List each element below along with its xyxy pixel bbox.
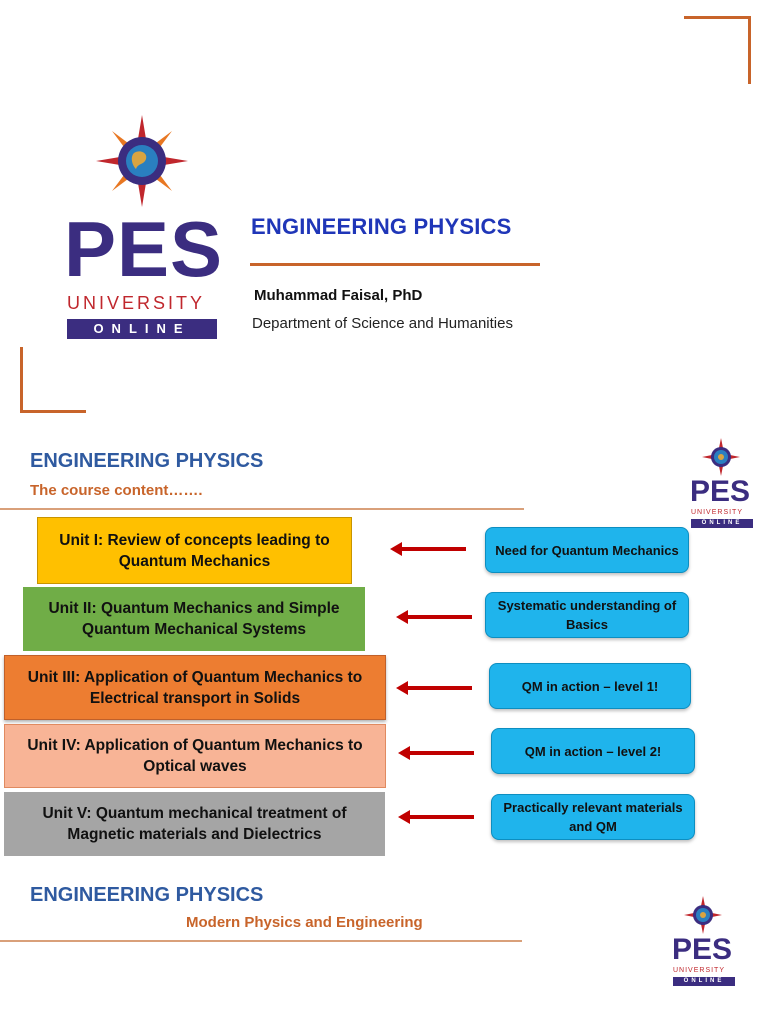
left-arrow-icon <box>398 746 474 760</box>
pes-logo-large: PES UNIVERSITY ONLINE <box>62 113 222 343</box>
unit-box-2: Unit II: Quantum Mechanics and Simple Qu… <box>23 587 365 651</box>
slide-title: ENGINEERING PHYSICS <box>30 884 264 906</box>
compass-emblem-icon <box>96 115 188 207</box>
title-underline <box>0 508 524 510</box>
slide-subtitle: The course content……. <box>30 482 203 499</box>
unit-box-1: Unit I: Review of concepts leading to Qu… <box>37 517 352 584</box>
note-box-3: QM in action – level 1! <box>489 663 691 709</box>
department-name: Department of Science and Humanities <box>252 315 513 332</box>
note-box-2: Systematic understanding of Basics <box>485 592 689 638</box>
corner-frame-bottom-left <box>20 347 23 413</box>
slide-subtitle: Modern Physics and Engineering <box>186 914 423 931</box>
note-box-5: Practically relevant materials and QM <box>491 794 695 840</box>
pes-logo-small: PES UNIVERSITY ONLINE <box>686 437 756 529</box>
compass-emblem-icon <box>702 438 740 476</box>
compass-emblem-icon <box>684 896 722 934</box>
left-arrow-icon <box>390 542 466 556</box>
logo-pes-text: PES <box>690 475 751 508</box>
logo-online-bar: ONLINE <box>691 519 753 528</box>
left-arrow-icon <box>396 610 472 624</box>
corner-frame-top-right <box>748 16 751 84</box>
title-underline <box>250 263 540 266</box>
unit-box-4: Unit IV: Application of Quantum Mechanic… <box>4 724 386 788</box>
logo-university-text: UNIVERSITY <box>673 967 726 974</box>
corner-frame-top-right <box>684 16 750 19</box>
logo-pes-text: PES <box>672 933 733 966</box>
author-name: Muhammad Faisal, PhD <box>254 287 423 304</box>
note-box-1: Need for Quantum Mechanics <box>485 527 689 573</box>
left-arrow-icon <box>396 681 472 695</box>
slide-title: ENGINEERING PHYSICS <box>251 214 512 239</box>
slide-title: ENGINEERING PHYSICS <box>30 450 264 472</box>
pes-logo-small: PES UNIVERSITY ONLINE <box>668 895 738 987</box>
unit-box-5: Unit V: Quantum mechanical treatment of … <box>4 792 385 856</box>
logo-online-bar: ONLINE <box>673 977 735 986</box>
logo-online-bar: ONLINE <box>67 319 217 339</box>
note-box-4: QM in action – level 2! <box>491 728 695 774</box>
logo-pes-text: PES <box>64 205 224 293</box>
logo-university-text: UNIVERSITY <box>691 509 744 516</box>
logo-university-text: UNIVERSITY <box>67 293 206 313</box>
title-underline <box>0 940 522 942</box>
corner-frame-bottom-left <box>20 410 86 413</box>
unit-box-3: Unit III: Application of Quantum Mechani… <box>4 655 386 720</box>
left-arrow-icon <box>398 810 474 824</box>
